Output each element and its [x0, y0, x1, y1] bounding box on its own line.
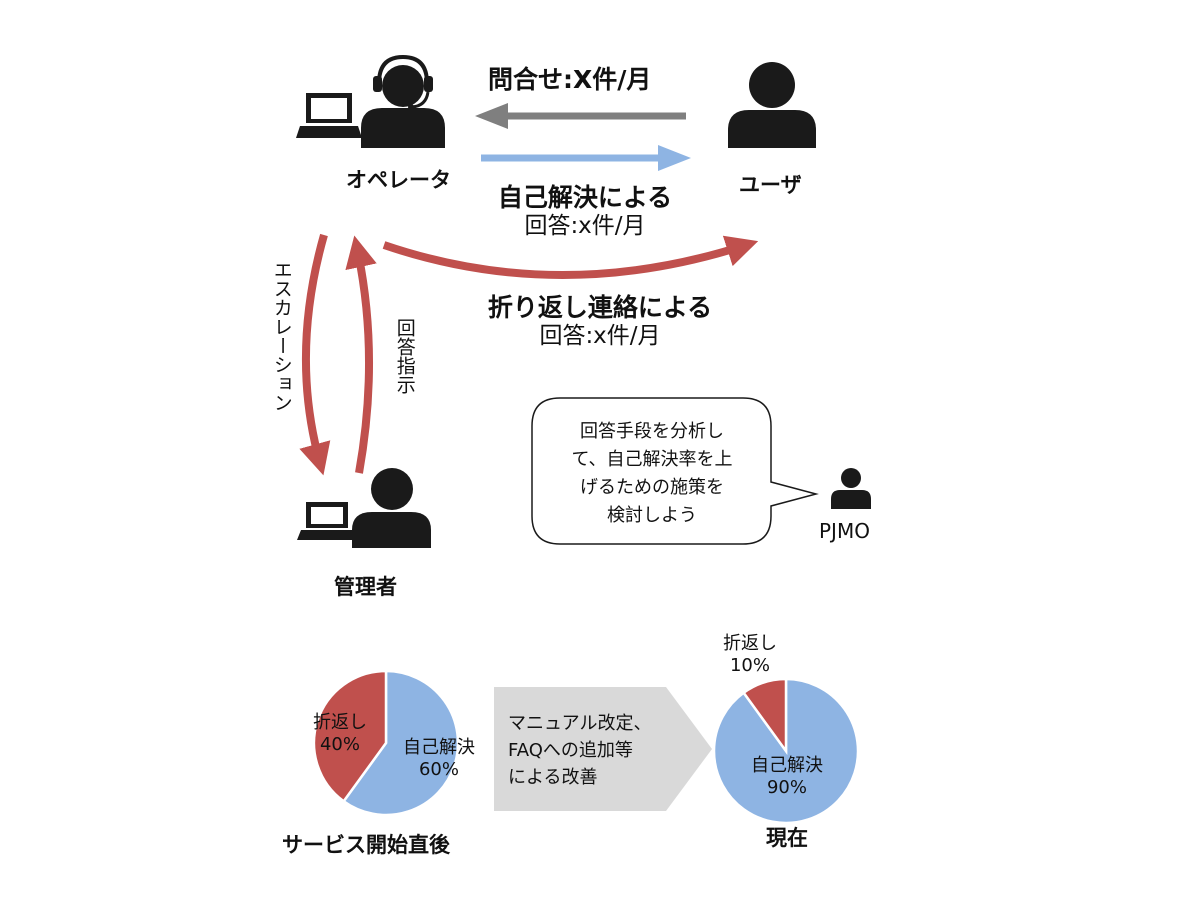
pie-now-callback-name: 折返し [723, 633, 777, 654]
operator-laptop-icon [296, 93, 362, 138]
escalation-arrow [299, 233, 331, 476]
inquiry-arrow [475, 103, 686, 129]
pie-now-title: 現在 [766, 826, 808, 850]
pie-now-self-value: 90% [766, 776, 807, 798]
improvement-line-1: マニュアル改定、 [508, 713, 652, 734]
bubble-line-3: げるための施策を [580, 477, 724, 498]
headset-icon [373, 54, 433, 110]
bubble-text: 回答手段を分析し て、自己解決率を上 げるための施策を 検討しよう [540, 418, 764, 530]
bubble-line-4: 検討しよう [607, 505, 697, 526]
pie-before-callback-name: 折返し [313, 712, 367, 733]
improvement-line-2: FAQへの追加等 [508, 740, 633, 761]
operator-person-icon [361, 65, 445, 148]
pie-before-slice-self-resolution [341, 669, 460, 817]
callback-label: 折り返し連絡による 回答:x件/月 [460, 293, 740, 351]
self-resolution-label: 自己解決による 回答:x件/月 [470, 183, 700, 241]
instruction-arrow [345, 235, 377, 474]
improvement-chevron [494, 687, 712, 811]
pie-now-self-name: 自己解決 [751, 755, 823, 776]
pie-before-callback-label: 折返し 40% [300, 712, 380, 755]
pjmo-person-icon [831, 468, 871, 509]
user-person-icon [728, 62, 816, 148]
pie-before-title: サービス開始直後 [282, 833, 450, 857]
pie-now-self-label: 自己解決 90% [735, 755, 839, 798]
bubble-line-1: 回答手段を分析し [580, 421, 724, 442]
manager-label: 管理者 [334, 575, 397, 599]
self-resolution-line1: 自己解決による [497, 183, 673, 212]
pie-before-callback-value: 40% [319, 733, 360, 755]
pie-before-self-name: 自己解決 [403, 737, 475, 758]
pie-before-slice-callback [312, 669, 388, 803]
pjmo-label: PJMO [819, 519, 870, 543]
manager-person-icon [352, 468, 431, 548]
pie-now-callback-label: 折返し 10% [710, 633, 790, 676]
inquiry-label: 問合せ:X件/月 [488, 65, 652, 94]
speech-bubble [531, 397, 819, 545]
pie-now-callback-value: 10% [729, 654, 770, 676]
operator-label: オペレータ [346, 168, 451, 192]
user-label: ユーザ [739, 173, 802, 197]
pie-chart-now [712, 677, 860, 825]
self-resolution-arrow [481, 145, 691, 171]
bubble-line-2: て、自己解決率を上 [571, 449, 733, 470]
self-resolution-line2: 回答:x件/月 [524, 213, 646, 239]
callback-line2: 回答:x件/月 [539, 323, 661, 349]
callback-arrow [382, 235, 759, 279]
improvement-text: マニュアル改定、 FAQへの追加等 による改善 [508, 710, 651, 791]
pie-chart-before [312, 669, 460, 817]
pie-before-self-label: 自己解決 60% [391, 737, 487, 780]
instruction-label: 回答指示 [393, 318, 416, 394]
improvement-line-3: による改善 [508, 767, 598, 788]
pie-now-slice-callback [741, 677, 788, 755]
manager-laptop-icon [297, 502, 356, 540]
callback-line1: 折り返し連絡による [487, 293, 713, 322]
escalation-label: エスカレーション [270, 260, 293, 412]
pie-before-self-value: 60% [418, 758, 459, 780]
